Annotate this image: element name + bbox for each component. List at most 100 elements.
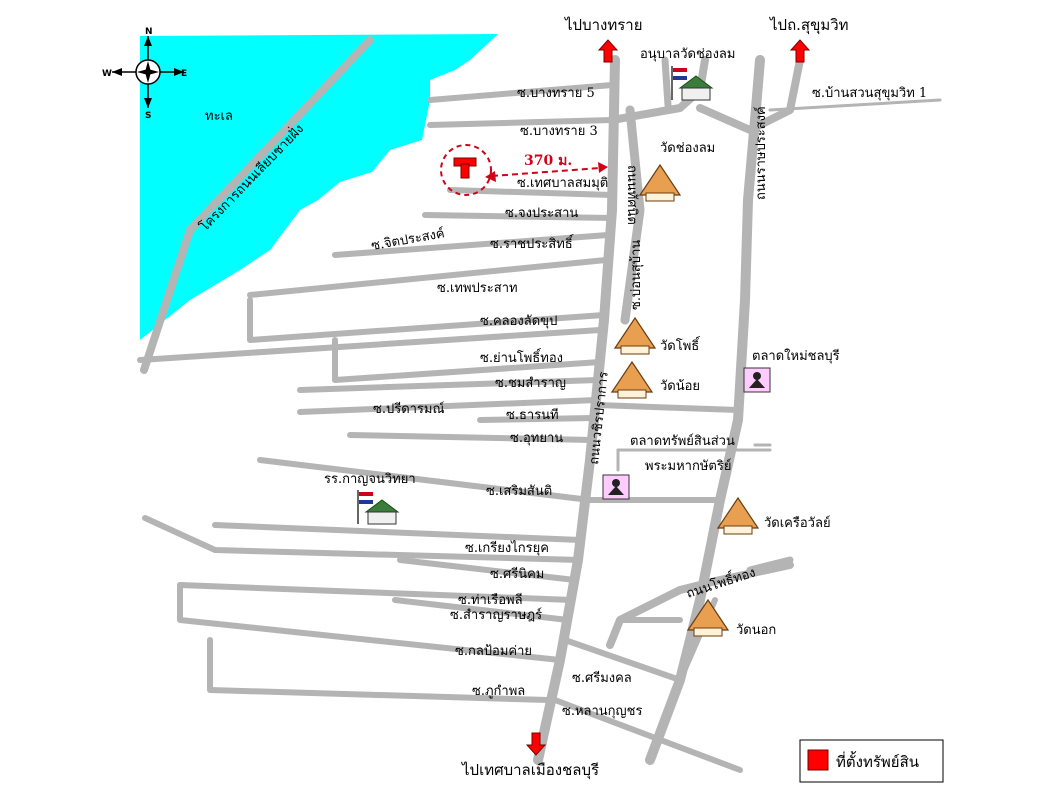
road-soi-tharuea xyxy=(177,582,575,603)
label-soi-yanpho: ซ.ย่านโพธิ์ทอง xyxy=(480,348,563,366)
road-soi-tharanthi xyxy=(477,415,597,423)
compass-east-label: E xyxy=(181,69,187,79)
label-market-asset: ตลาดทรัพย์สินส่วน xyxy=(630,433,735,449)
road-ratprasong xyxy=(645,55,765,765)
compass-north-label: N xyxy=(145,27,153,37)
label-market-new: ตลาดใหม่ชลบุรี xyxy=(752,348,840,364)
exit-label-chonburi: ไปเทศบาลเมืองชลบุรี xyxy=(461,761,599,780)
road-soi-thepprasat xyxy=(247,257,609,298)
label-soi-samranrat: ซ.สำราญราษฎร์ xyxy=(450,607,542,623)
exit-label-sukhumvit: ไปถ.สุขุมวิท xyxy=(769,16,849,35)
exit-arrow-bangsai-icon xyxy=(597,39,619,63)
compass-south-label: S xyxy=(145,111,151,121)
label-soi-srimongkhon: ซ.ศรีมงคล xyxy=(572,670,632,686)
label-soi-tharuea: ซ.ท่าเรือพลี xyxy=(458,592,523,608)
road-soi-bangsai3 xyxy=(427,117,615,128)
label-soi-bangsai5: ซ.บางทราย 5 xyxy=(517,86,595,101)
sea-area xyxy=(140,34,498,340)
temple-icon-pho xyxy=(613,316,657,355)
label-school: รร.กาญจนวิทยา xyxy=(324,472,416,487)
legend: ที่ตั้งทรัพย์สิน xyxy=(799,739,944,783)
road-kindergarten-stub xyxy=(661,56,672,109)
road-soi-bangsai5 xyxy=(427,82,615,103)
label-road-thatsanit: ถนนทัศนิต xyxy=(624,165,639,225)
label-soi-phukamphon: ซ.ภูกำพล xyxy=(472,684,525,699)
label-kindergarten: อนุบาลวัดช่องลม xyxy=(640,47,735,62)
distance-arrow-right-icon xyxy=(598,162,608,173)
temple-icon-khruawan xyxy=(716,496,760,535)
road-coastal-lower xyxy=(140,226,194,374)
road-soi-lankunchon xyxy=(552,697,743,773)
label-soi-ratchaprasit: ซ.ราชประสิทธิ์ xyxy=(490,234,574,252)
road-photong-end xyxy=(746,556,794,574)
label-soi-jongprasan: ซ.จงประสาน xyxy=(505,206,578,221)
label-wat-noi: วัดน้อย xyxy=(660,379,700,394)
temple-icon-nok xyxy=(686,598,730,637)
road-soi-chomsamran xyxy=(297,377,601,393)
road-soi-srinikhom xyxy=(397,557,578,583)
label-soi-lankunchon: ซ.หลานกุญชร xyxy=(562,704,642,719)
road-soi-khlong xyxy=(247,297,607,343)
road-coastal-upper xyxy=(186,36,374,234)
road-soi-uthayan xyxy=(347,432,595,443)
road-soi-preedarom xyxy=(297,397,599,415)
label-soi-sermsanti: ซ.เสริมสันติ xyxy=(486,484,552,499)
temple-icon-chonglom xyxy=(638,163,682,202)
road-soi-kriangkrai-west xyxy=(142,515,583,563)
road-sukhumvit-branch xyxy=(696,56,804,134)
road-soi-klompom xyxy=(177,582,563,663)
label-soi-preedarom: ซ.ปรีดารมณ์ xyxy=(373,401,445,417)
label-soi-bansuan: ซ.บ้านสวนสุขุมวิท 1 xyxy=(812,86,927,101)
label-wat-khruawan: วัดเครือวัลย์ xyxy=(764,515,831,531)
sea-label: ทะเล xyxy=(205,109,233,124)
exit-arrow-chonburi-icon xyxy=(525,732,547,756)
distance-line xyxy=(491,167,601,177)
label-road-ratprasong: ถนนราษประสงค์ xyxy=(753,106,769,200)
road-soi-kriangkrai xyxy=(212,522,583,543)
compass-west-label: W xyxy=(102,69,112,79)
distance-arrow-left-icon xyxy=(485,171,496,182)
property-marker-ring xyxy=(440,144,492,196)
road-soi-market-link xyxy=(595,402,741,413)
label-soi-bangsai3: ซ.บางทราย 3 xyxy=(520,124,598,139)
label-road-photong: ถนนโพธิ์ทอง xyxy=(684,562,758,601)
road-soi-sermsanti xyxy=(257,457,593,503)
exit-arrow-sukhumvit-icon xyxy=(789,39,811,63)
label-wat-pho: วัดโพธิ์ xyxy=(660,336,701,354)
road-photong xyxy=(606,561,794,649)
label-soi-thetsaban: ซ.เทศบาลสมมุติ xyxy=(517,176,608,191)
compass-rose: N S E W xyxy=(102,27,187,121)
label-road-bonsuban: ซ.บ่อนสุบ้าน xyxy=(629,240,644,310)
distance-label: 370 ม. xyxy=(524,153,572,169)
road-soi-thetsaban xyxy=(447,187,615,198)
road-bonsuban xyxy=(620,105,645,325)
label-soi-kriangkrai: ซ.เกรียงไกรยุค xyxy=(465,540,549,556)
road-soi-yanpho xyxy=(332,337,603,383)
label-soi-thepprasat: ซ.เทพประสาท xyxy=(437,281,518,296)
road-soi-phukamphon xyxy=(207,637,551,703)
label-soi-chomsamran: ซ.ชมสำราญ xyxy=(495,376,566,391)
exit-label-bangsai: ไปบางทราย xyxy=(564,16,643,34)
road-soi-srimongkhon xyxy=(562,637,683,683)
label-soi-khlong: ซ.คลองลัดขุป xyxy=(480,314,557,329)
temple-icon-noi xyxy=(610,360,654,399)
label-soi-tharanthi: ซ.ธารนที xyxy=(506,407,559,423)
label-soi-srinikhom: ซ.ศรีนิคม xyxy=(490,566,544,582)
road-soi-jitprasong xyxy=(332,232,611,258)
road-soi-long xyxy=(137,327,603,363)
market-icon-new xyxy=(743,367,771,393)
school-icon-kanchana xyxy=(357,490,400,525)
label-soi-uthayan: ซ.อุทยาน xyxy=(510,431,563,446)
road-bansuan xyxy=(768,98,942,112)
road-soi-samranrat xyxy=(392,597,571,623)
road-network xyxy=(137,36,942,773)
label-wat-chonglom: วัดช่องลม xyxy=(660,141,715,156)
market-icon-asset xyxy=(602,474,630,500)
label-soi-klompom: ซ.กลป้อมค่าย xyxy=(455,644,532,659)
school-icon-kindergarten xyxy=(671,66,714,101)
road-soi-jongprasan xyxy=(422,212,615,221)
label-wat-nok: วัดนอก xyxy=(736,623,776,638)
property-marker-icon xyxy=(453,157,477,179)
